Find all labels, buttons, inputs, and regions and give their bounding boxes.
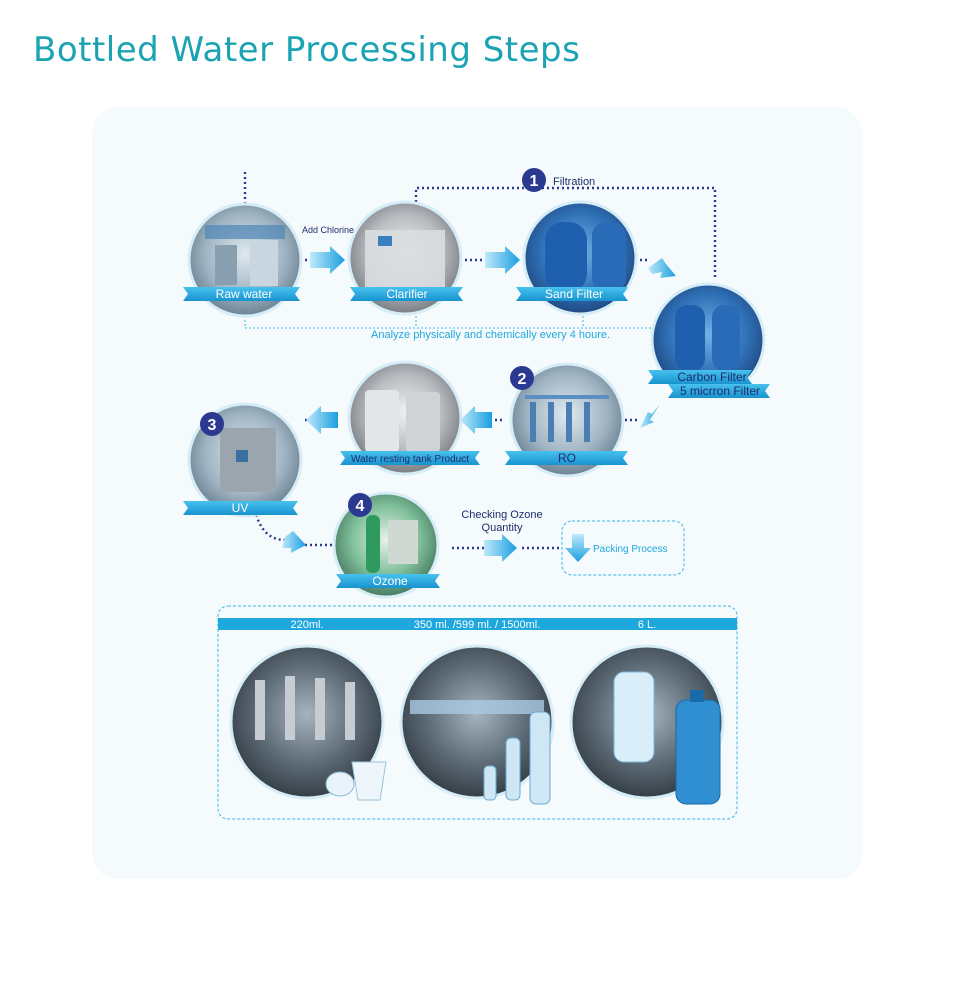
annotations: Add Chlorine Filtration Analyze physical… (302, 176, 610, 534)
cup-filling-photo (229, 644, 387, 801)
uv-label: UV (232, 501, 249, 515)
packing-process-label: Packing Process (593, 544, 667, 555)
step-badges: 1 2 3 4 (200, 168, 546, 517)
arrow-right-icon (310, 246, 345, 274)
page-title: Bottled Water Processing Steps (33, 30, 581, 70)
packing-section: 220ml. 350 ml. /599 ml. / 1500ml. 6 L. (217, 605, 738, 820)
arrow-right-icon (485, 246, 520, 274)
ozone-photo (332, 491, 440, 599)
clarifier-label: Clarifier (386, 287, 427, 301)
packing-process-box: Packing Process (561, 520, 685, 576)
banners (183, 287, 770, 588)
sand-filter-label: Sand Filter (545, 287, 603, 301)
badge-4: 4 (356, 498, 365, 515)
ro-photo (509, 362, 625, 478)
ozone-label: Ozone (372, 574, 408, 588)
analyze-note: Analyze physically and chemically every … (371, 329, 610, 341)
checking-ozone-note-2: Quantity (482, 522, 523, 534)
badge-1: 1 (530, 173, 539, 190)
size-220ml: 220ml. (290, 619, 323, 631)
arrow-left-icon (306, 406, 338, 434)
arrow-right-icon (282, 531, 306, 553)
arrow-right-icon (484, 534, 517, 562)
arrow-left-icon (460, 406, 492, 434)
size-350-599-1500ml: 350 ml. /599 ml. / 1500ml. (414, 619, 541, 631)
ro-label: RO (558, 451, 576, 465)
micron-filter-label: 5 micrron Filter (680, 384, 760, 398)
arrow-down-left-icon (640, 404, 660, 428)
filtration-note: Filtration (553, 176, 595, 188)
badge-2: 2 (518, 371, 527, 388)
clarifier-photo (347, 200, 463, 316)
checking-ozone-note: Checking Ozone (461, 509, 542, 521)
raw-water-label: Raw water (216, 287, 273, 301)
add-chlorine-note: Add Chlorine (302, 225, 354, 235)
flow-arrows (282, 246, 676, 562)
size-6l: 6 L. (638, 619, 656, 631)
resting-tank-label: Water resting tank Product (351, 454, 469, 465)
carbon-filter-photo (650, 282, 766, 398)
badge-3: 3 (208, 417, 217, 434)
arrow-diag-icon (648, 258, 676, 278)
banner-labels: Raw water Clarifier Sand Filter Carbon F… (216, 287, 760, 588)
arrow-down-icon (565, 534, 591, 562)
sand-filter-photo (522, 200, 638, 316)
resting-tank-photo (347, 360, 463, 476)
carbon-filter-label: Carbon Filter (677, 370, 746, 384)
bottle-line-photo (399, 644, 555, 805)
gallon-line-photo (569, 644, 725, 805)
